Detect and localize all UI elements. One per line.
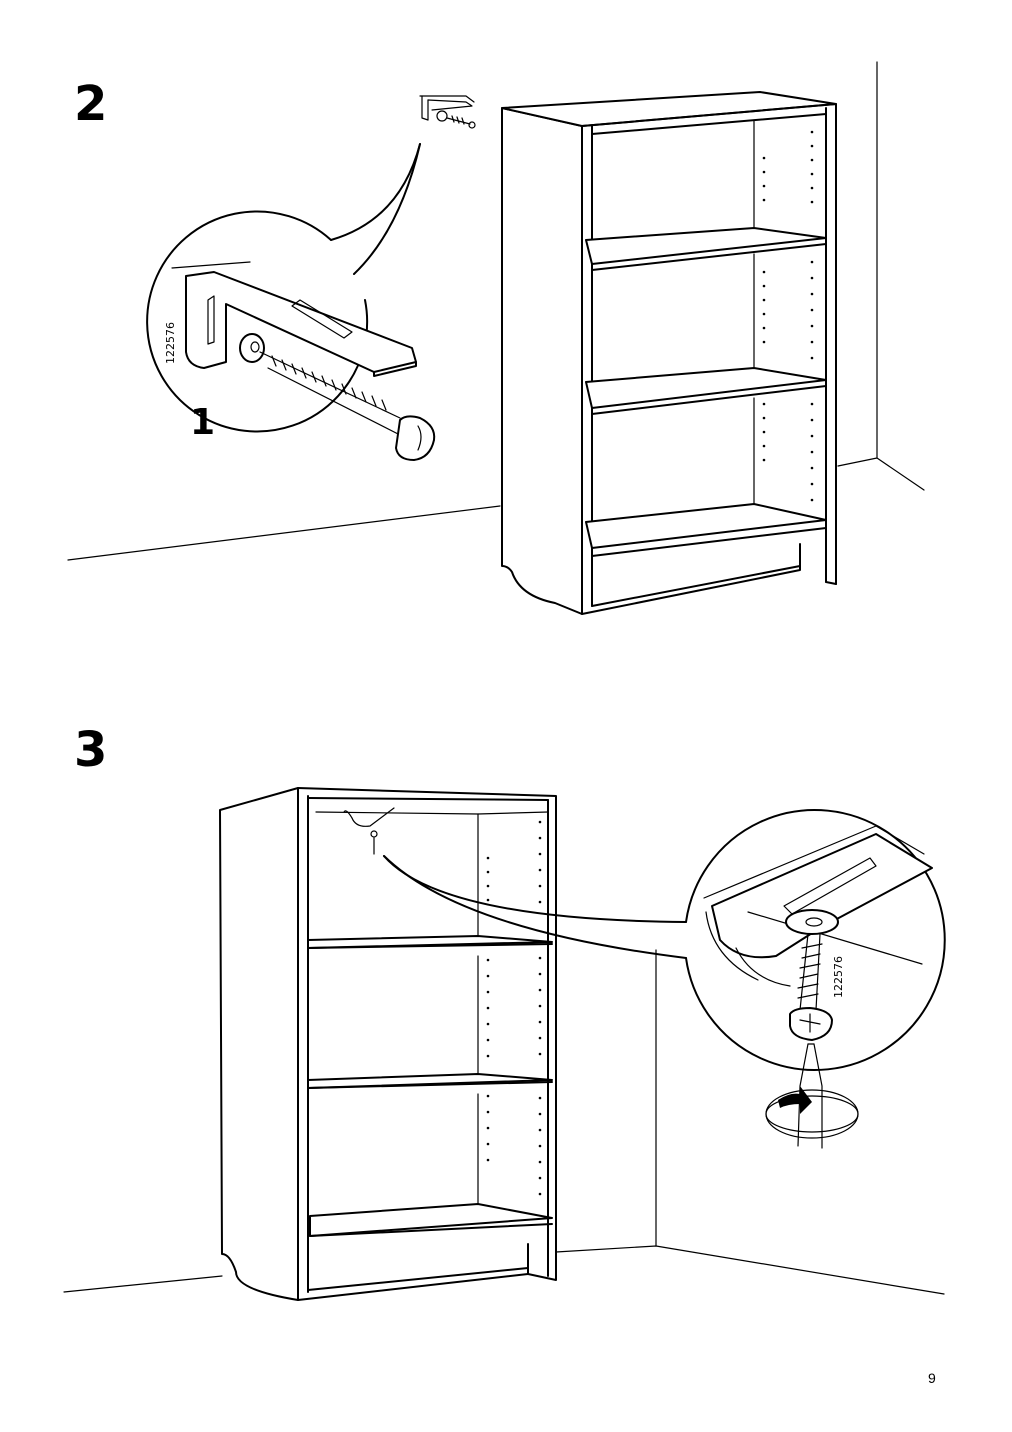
shelf-pin-holes-step3 xyxy=(486,820,542,1196)
page-number: 9 xyxy=(928,1370,936,1386)
bookcase-step3 xyxy=(219,787,557,1301)
step2-scene: 122576 1 xyxy=(67,61,925,615)
bookcase-step2 xyxy=(501,91,837,615)
floor-line-right xyxy=(837,457,925,491)
step-number-2: 2 xyxy=(74,76,108,132)
floor-line-left xyxy=(67,505,501,561)
rotate-clockwise-icon xyxy=(765,1086,859,1139)
part-code-step2: 122576 xyxy=(164,322,177,364)
callout-number-1: 1 xyxy=(190,402,215,443)
part-code-step3: 122576 xyxy=(832,956,845,998)
wall-bracket-small-icon xyxy=(419,95,476,129)
shelf-pin-holes-step2 xyxy=(762,130,814,502)
bracket-detail-callout: 122576 1 xyxy=(146,143,436,461)
screw-detail-callout: 122576 xyxy=(383,809,946,1071)
step3-scene: 122576 xyxy=(63,787,946,1301)
step-number-3: 3 xyxy=(74,722,108,778)
